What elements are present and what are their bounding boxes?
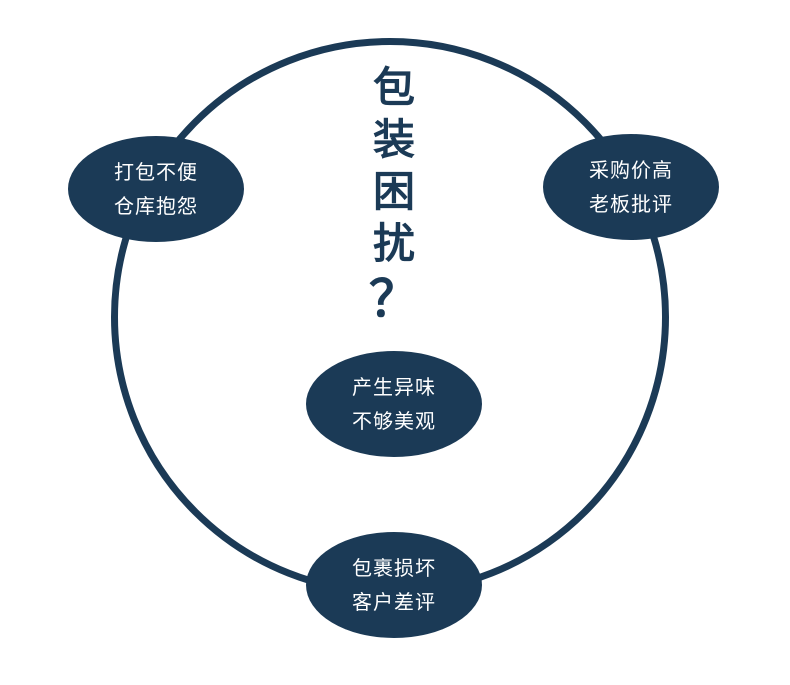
bubble-line: 打包不便 (114, 160, 198, 184)
bubble-line: 采购价高 (589, 158, 673, 182)
title-char: 包 (372, 63, 415, 112)
bubble-line: 产生异味 (352, 375, 436, 399)
bubble-line: 仓库抱怨 (114, 194, 198, 218)
diagram-title: 包 装 困 扰 ？ (363, 62, 425, 328)
bubble-line: 老板批评 (589, 192, 673, 216)
title-char: 扰 (372, 219, 415, 268)
bubble-line: 客户差评 (352, 590, 436, 614)
bubble-line: 包裹损坏 (352, 556, 436, 580)
problem-bubble-high-purchase-price: 采购价高 老板批评 (543, 134, 719, 240)
problem-bubble-odor: 产生异味 不够美观 (306, 351, 482, 457)
title-char: 装 (372, 115, 415, 164)
bubble-line: 不够美观 (352, 409, 436, 433)
problem-bubble-damaged-parcel: 包裹损坏 客户差评 (306, 532, 482, 638)
question-mark: ？ (369, 270, 419, 328)
title-char: 困 (372, 167, 415, 216)
problem-bubble-inconvenient-packing: 打包不便 仓库抱怨 (68, 136, 244, 242)
